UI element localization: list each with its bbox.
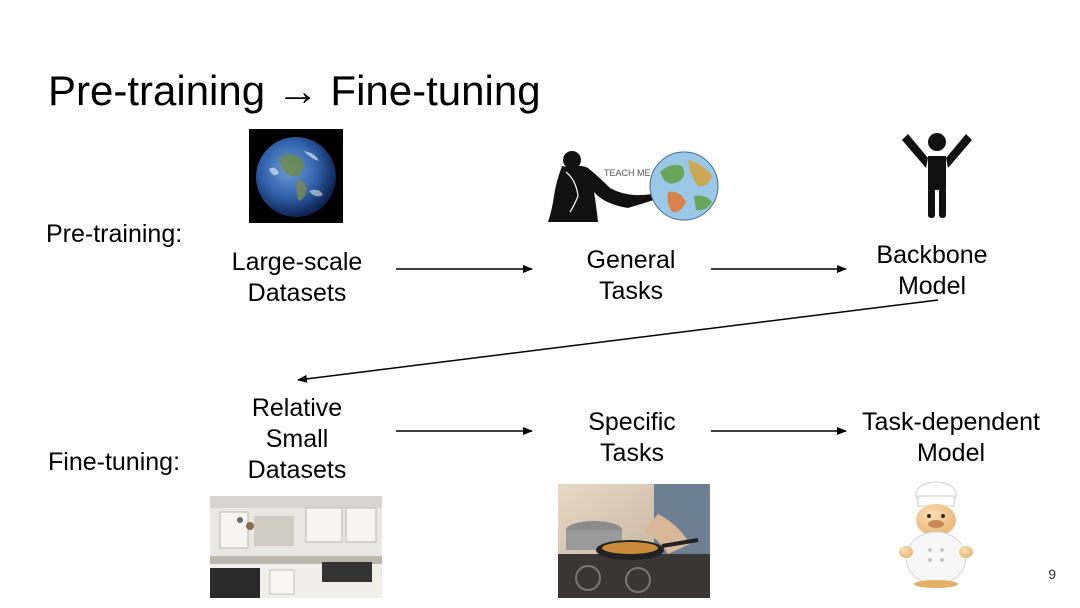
- person-figure-icon: [902, 133, 972, 218]
- node-line: General: [586, 246, 676, 274]
- node-line: Small: [265, 425, 329, 453]
- node-line: Specific: [588, 408, 676, 436]
- earth-photo: [249, 129, 343, 223]
- cooking-photo: [558, 484, 710, 598]
- node-line: Backbone: [876, 241, 988, 269]
- node-line: Datasets: [247, 279, 347, 307]
- node-task-dependent-model: Task-dependent Model: [848, 407, 1054, 469]
- pretraining-row-label: Pre-training:: [46, 220, 183, 248]
- node-line: Tasks: [599, 277, 663, 305]
- node-backbone-model: Backbone Model: [862, 240, 1002, 302]
- node-line: Datasets: [247, 456, 347, 484]
- teach-me-text: TEACH ME: [604, 168, 651, 178]
- teach-me-illustration: TEACH ME: [548, 146, 720, 222]
- chef-figure: [899, 481, 973, 588]
- node-general-tasks: General Tasks: [566, 245, 696, 307]
- node-large-scale-datasets: Large-scale Datasets: [214, 247, 380, 309]
- node-line: Model: [897, 272, 967, 300]
- page-number: 9: [1048, 566, 1056, 582]
- node-line: Tasks: [600, 439, 664, 467]
- node-line: Task-dependent: [862, 408, 1040, 436]
- node-relative-small-datasets: Relative Small Datasets: [226, 393, 368, 486]
- kitchen-photo: [210, 496, 382, 598]
- finetuning-row-label: Fine-tuning:: [48, 448, 181, 476]
- slide-title: Pre-training → Fine-tuning: [48, 67, 541, 114]
- node-line: Large-scale: [231, 248, 363, 276]
- node-specific-tasks: Specific Tasks: [566, 407, 698, 469]
- arrow-backbone-to-small-datasets: [297, 299, 939, 383]
- node-line: Relative: [251, 394, 343, 422]
- node-line: Model: [916, 439, 986, 467]
